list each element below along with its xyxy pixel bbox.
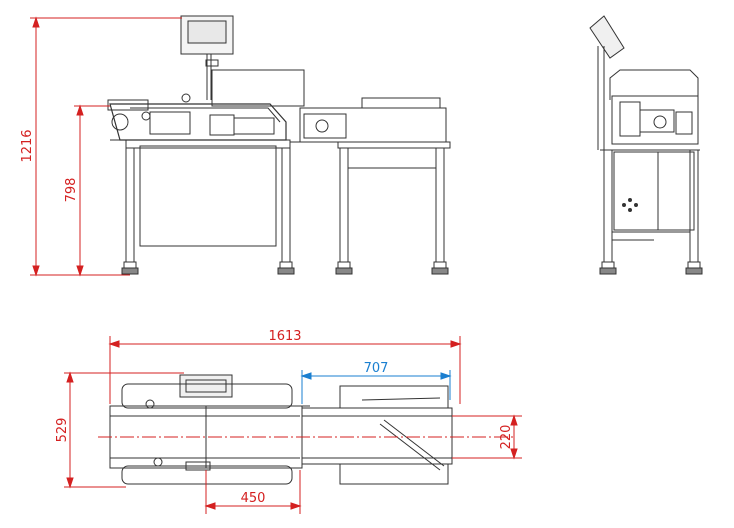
side-foot-2 (685, 267, 703, 275)
display-screen-inner (187, 20, 227, 44)
dim-weighing-length: 450 (241, 491, 266, 506)
dim-overall-width: 529 (55, 418, 70, 443)
reject-length-dimension (300, 370, 452, 404)
top-reject-box (339, 385, 449, 409)
top-weighing-frame (121, 383, 293, 409)
weighing-frame-top (109, 103, 287, 141)
weighing-base-panel (139, 145, 277, 247)
front-dimensions (30, 16, 182, 277)
foot-1 (121, 267, 139, 275)
control-cabinet (211, 69, 305, 107)
dim-reject-length: 707 (364, 361, 389, 376)
top-view (109, 374, 453, 485)
foot-3 (335, 267, 353, 275)
side-hood (609, 69, 699, 100)
dim-belt-width: 220 (499, 425, 514, 450)
dim-overall-length: 1613 (268, 329, 301, 344)
front-view (107, 15, 451, 275)
side-body (613, 151, 659, 231)
top-dimensions (64, 336, 522, 514)
dim-working-height: 798 (64, 178, 79, 203)
side-foot-1 (599, 267, 617, 275)
side-view (589, 15, 703, 275)
foot-2 (277, 267, 295, 275)
reject-conveyor-top (299, 107, 447, 143)
dim-overall-height: 1216 (20, 129, 35, 162)
top-display (179, 374, 233, 398)
foot-4 (431, 267, 449, 275)
side-display (589, 15, 625, 59)
